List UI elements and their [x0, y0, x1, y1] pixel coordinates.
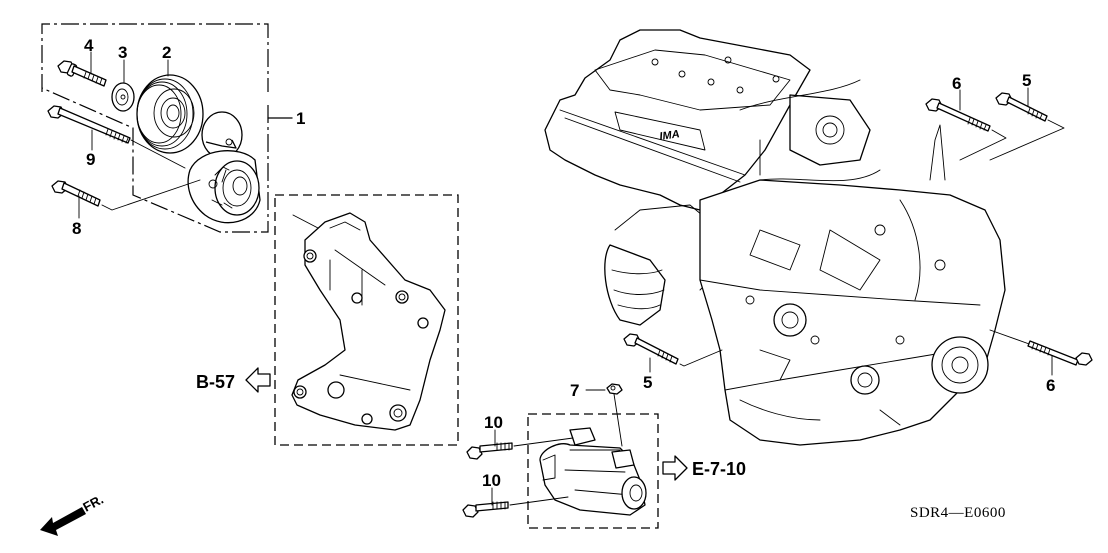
nut-part-7[interactable]: [606, 383, 623, 395]
bolt-part-4[interactable]: [57, 60, 107, 87]
bolt-part-9[interactable]: [47, 105, 186, 169]
starter-motor[interactable]: [539, 427, 647, 516]
front-direction-indicator: FR.: [40, 492, 106, 536]
bolt-lower-5[interactable]: [623, 333, 723, 367]
bolt-10-lower[interactable]: [462, 496, 569, 518]
callout-8[interactable]: 8: [72, 219, 81, 238]
arrow-left-icon: [245, 367, 271, 393]
arrow-right-icon: [662, 455, 688, 481]
callout-6-right[interactable]: 6: [1046, 376, 1055, 395]
front-arrow-icon: [40, 507, 86, 536]
pulley-part-2[interactable]: [136, 74, 204, 154]
callout-9[interactable]: 9: [86, 150, 95, 169]
alternator-bracket[interactable]: [291, 212, 446, 431]
reference-e710-label[interactable]: E-7-10: [692, 459, 746, 479]
callout-2[interactable]: 2: [162, 43, 171, 62]
bracket-leader: [292, 214, 319, 229]
callout-5-upper[interactable]: 5: [1022, 71, 1031, 90]
nut-7-stud-line: [613, 393, 623, 447]
bolt-10-upper[interactable]: [466, 437, 574, 460]
washer-part-3[interactable]: [111, 82, 135, 112]
alternator-bracket-group: [274, 194, 459, 446]
callout-6-upper[interactable]: 6: [952, 74, 961, 93]
callout-7[interactable]: 7: [570, 381, 579, 400]
bolt-upper-6[interactable]: [925, 98, 1007, 161]
reference-b57[interactable]: B-57: [196, 367, 271, 393]
callout-5-lower[interactable]: 5: [643, 373, 652, 392]
starter-dashed-frame: [527, 413, 659, 529]
tensioner-body[interactable]: [187, 111, 261, 224]
reference-e710[interactable]: E-7-10: [662, 455, 746, 481]
reference-b57-label[interactable]: B-57: [196, 372, 235, 392]
diagram-code: SDR4—E0600: [910, 505, 1006, 521]
engine-badge: IMA: [659, 128, 681, 143]
callout-10-lower[interactable]: 10: [482, 471, 501, 490]
callout-1[interactable]: 1: [296, 109, 305, 128]
bolt-right-6[interactable]: [989, 329, 1093, 366]
bracket-dashed-frame: [274, 194, 459, 446]
callout-3[interactable]: 3: [118, 43, 127, 62]
group-bracket-frame-right: [41, 87, 269, 233]
starter-group: 7 10 10: [462, 381, 659, 529]
callout-4[interactable]: 4: [84, 36, 94, 55]
callout-10-upper[interactable]: 10: [484, 413, 503, 432]
bolt-part-8[interactable]: [51, 179, 201, 211]
bolt-upper-5[interactable]: [989, 92, 1065, 161]
engine-assembly[interactable]: IMA: [544, 29, 1006, 446]
group-bracket-frame: [41, 23, 269, 92]
tensioner-group: 1 4 3 2: [41, 23, 305, 238]
